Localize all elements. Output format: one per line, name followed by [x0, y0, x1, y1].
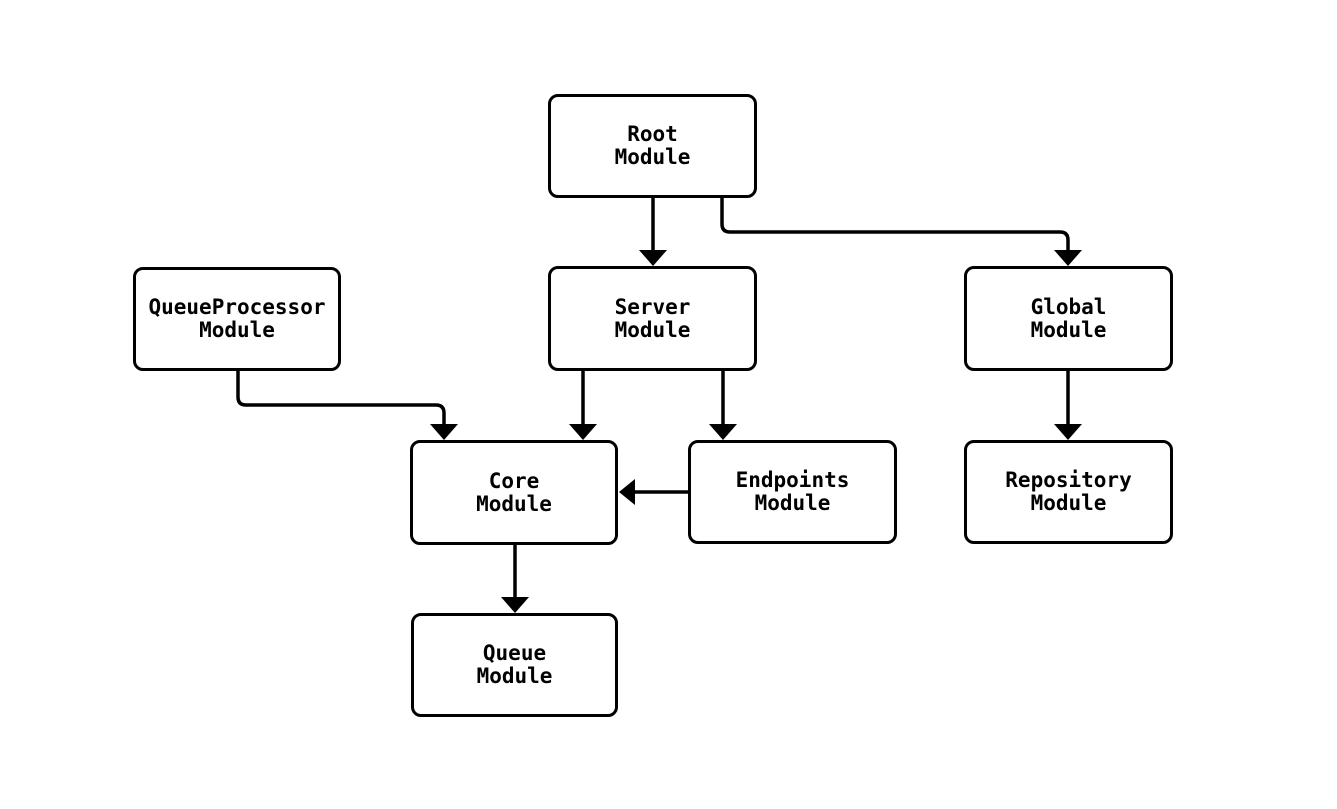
- node-queue-module: Queue Module: [411, 613, 618, 717]
- arrowhead: [501, 597, 529, 613]
- edge-root-to-server: [639, 198, 667, 266]
- arrowhead: [709, 424, 737, 440]
- edge-root-to-global: [720, 198, 1082, 266]
- arrowhead: [569, 424, 597, 440]
- node-label-line: Module: [754, 491, 831, 515]
- node-root-module: Root Module: [548, 94, 757, 198]
- node-server-module: Server Module: [548, 266, 757, 371]
- node-label-line: Module: [1030, 317, 1107, 342]
- edge-queueprocessor-to-core: [236, 371, 458, 440]
- node-label-line: Global: [1030, 294, 1107, 319]
- edge-endpoints-to-core: [619, 479, 688, 505]
- node-label-line: Server: [614, 294, 691, 319]
- arrowhead: [1054, 424, 1082, 440]
- node-global-module: Global Module: [964, 266, 1173, 371]
- node-label-line: Root: [627, 122, 678, 146]
- node-label-line: Module: [1030, 491, 1107, 515]
- node-core-module: Core Module: [410, 440, 618, 545]
- edge-server-to-endpoints: [709, 371, 737, 440]
- node-label-line: Queue: [482, 641, 547, 665]
- arrowhead: [639, 250, 667, 266]
- node-label-line: Module: [614, 145, 691, 169]
- arrowhead: [1054, 250, 1082, 266]
- arrowhead: [619, 479, 635, 505]
- node-repository-module: Repository Module: [964, 440, 1173, 544]
- node-label-line: Module: [476, 491, 552, 516]
- node-label-line: QueueProcessor: [148, 295, 326, 319]
- arrowhead: [430, 424, 458, 440]
- node-label-line: Repository: [1005, 468, 1132, 492]
- node-queueprocessor-module: QueueProcessor Module: [133, 267, 341, 371]
- node-label-line: Endpoints: [735, 468, 850, 492]
- edge-global-to-repository: [1054, 371, 1082, 440]
- edge-core-to-queue: [501, 545, 529, 613]
- node-label-line: Module: [614, 317, 691, 342]
- edge-server-to-core: [569, 371, 597, 440]
- node-endpoints-module: Endpoints Module: [688, 440, 897, 544]
- node-label-line: Module: [476, 664, 553, 688]
- node-label-line: Core: [488, 468, 540, 493]
- node-label-line: Module: [199, 318, 275, 342]
